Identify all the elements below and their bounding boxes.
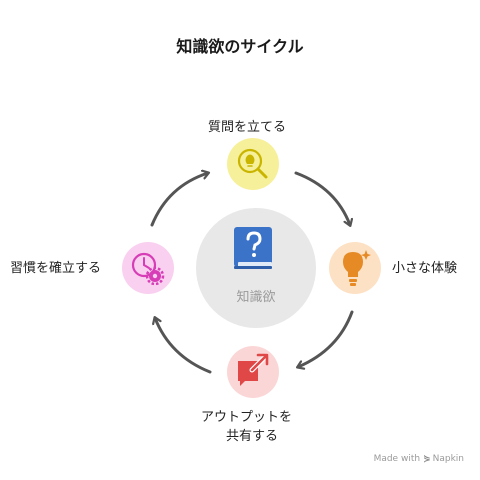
- diagram-title: 知識欲のサイクル: [176, 37, 304, 56]
- arrow-bottom-to-left: [155, 318, 212, 374]
- arrow-left-to-top: [150, 173, 208, 227]
- footer-credit[interactable]: Made with⋟Napkin: [374, 454, 464, 464]
- footer-brand: Napkin: [432, 454, 464, 464]
- center-label: 知識欲: [236, 290, 276, 305]
- step-label-question: 質問を立てる: [208, 120, 287, 135]
- napkin-logo-icon: ⋟: [423, 454, 431, 464]
- step-label-habit: 習慣を確立する: [10, 261, 102, 276]
- footer-prefix: Made with: [373, 454, 421, 464]
- clock-gear-icon: [131, 252, 165, 286]
- step-label-experience: 小さな体験: [392, 261, 458, 276]
- step-label-share-line2: 共有する: [226, 429, 279, 444]
- arrow-right-to-bottom: [298, 310, 354, 367]
- lightbulb-magnifier-icon: [237, 148, 268, 179]
- share-message-icon: [238, 353, 269, 386]
- book-question-icon: [234, 227, 272, 269]
- step-label-share-line1: アウトプットを: [201, 410, 293, 425]
- lightbulb-sparkle-icon: [343, 250, 371, 286]
- arrow-top-to-right: [294, 171, 350, 225]
